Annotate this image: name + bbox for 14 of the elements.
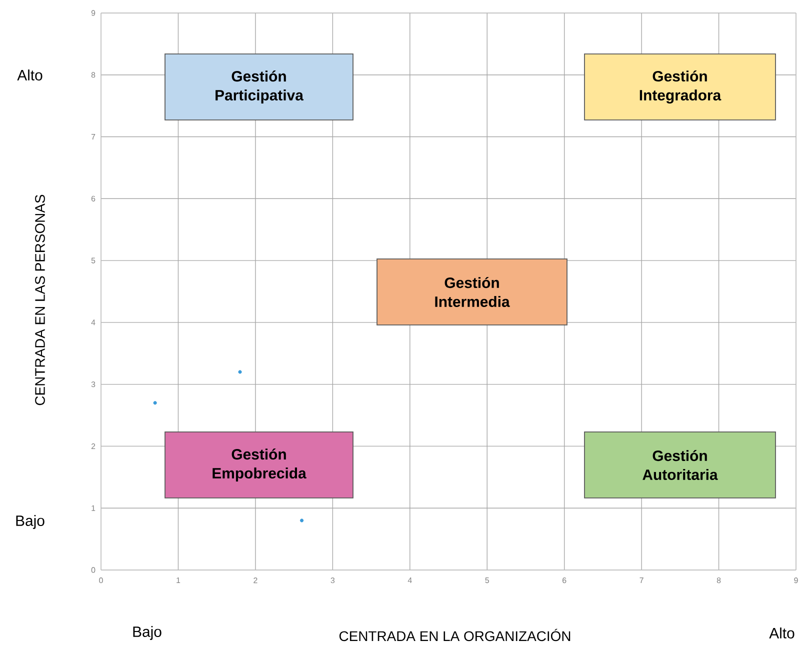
axis-title: CENTRADA EN LA ORGANIZACIÓN bbox=[339, 628, 570, 642]
level-label: Bajo bbox=[16, 515, 44, 529]
quadrant-box: Gestión Empobrecida bbox=[164, 432, 354, 498]
axis-title: CENTRADA EN LAS PERSONAS bbox=[35, 194, 45, 406]
level-label: Bajo bbox=[133, 626, 162, 640]
quadrant-box: Gestión Intermedia bbox=[376, 258, 568, 326]
level-label: Alto bbox=[769, 628, 794, 638]
quadrant-box: Gestión Integradora bbox=[584, 54, 776, 120]
quadrant-box: Gestión Participativa bbox=[164, 54, 354, 120]
point bbox=[153, 401, 157, 405]
level-label: Alto bbox=[17, 70, 42, 80]
point bbox=[238, 370, 242, 374]
point bbox=[300, 518, 304, 522]
quadrant-box: Gestión Autoritaria bbox=[584, 432, 776, 498]
